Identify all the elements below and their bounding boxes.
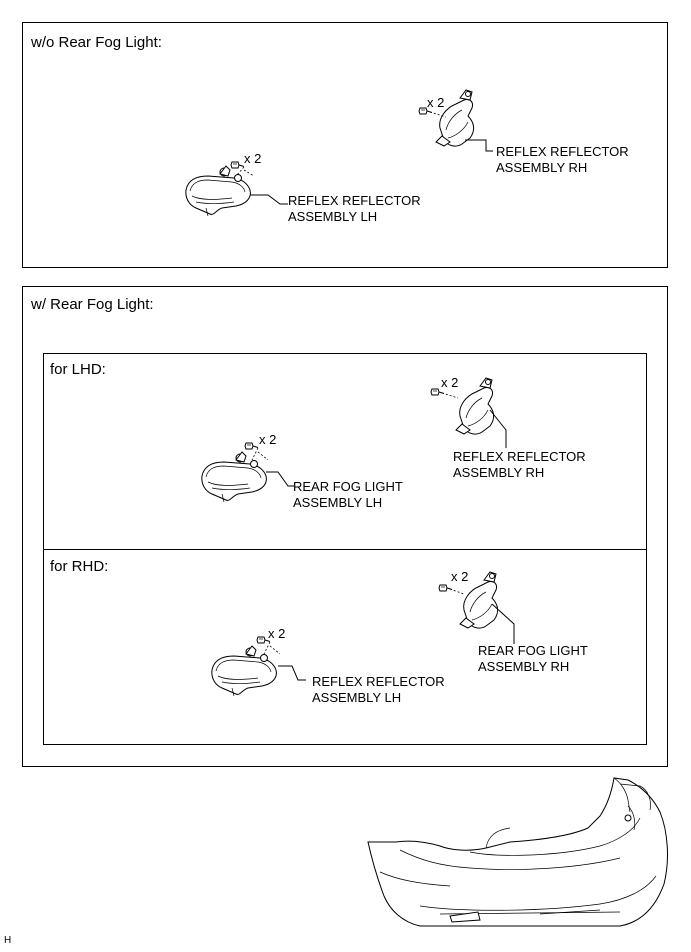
label-line: REAR FOG LIGHT	[293, 479, 403, 494]
part-label-rhd-reflex-reflector-lh: REFLEX REFLECTOR ASSEMBLY LH	[312, 674, 445, 706]
subpanel-title-lhd: for LHD:	[50, 361, 106, 378]
panel-title-with-fog-light: w/ Rear Fog Light:	[31, 296, 154, 313]
label-line: ASSEMBLY LH	[293, 495, 383, 510]
quantity-label: x 2	[441, 375, 459, 390]
panel-with-fog-light	[22, 286, 668, 767]
label-line: REFLEX REFLECTOR	[312, 674, 445, 689]
label-line: ASSEMBLY LH	[288, 209, 378, 224]
panel-title-without-fog-light: w/o Rear Fog Light:	[31, 34, 162, 51]
quantity-label: x 2	[451, 569, 469, 584]
quantity-label: x 2	[427, 95, 445, 110]
quantity-label: x 2	[268, 626, 286, 641]
label-line: REFLEX REFLECTOR	[496, 144, 629, 159]
label-line: ASSEMBLY RH	[478, 659, 570, 674]
label-line: REAR FOG LIGHT	[478, 643, 588, 658]
label-line: REFLEX REFLECTOR	[288, 193, 421, 208]
part-label-lhd-reflex-reflector-rh: REFLEX REFLECTOR ASSEMBLY RH	[453, 449, 586, 481]
corner-mark: H	[4, 935, 12, 946]
quantity-label: x 2	[259, 432, 277, 447]
part-label-rhd-rear-fog-light-rh: REAR FOG LIGHT ASSEMBLY RH	[478, 643, 588, 675]
part-label-reflex-reflector-rh: REFLEX REFLECTOR ASSEMBLY RH	[496, 144, 629, 176]
subpanel-title-rhd: for RHD:	[50, 558, 109, 575]
rear-bumper-drawing	[367, 777, 668, 927]
label-line: ASSEMBLY LH	[312, 690, 402, 705]
part-label-reflex-reflector-lh: REFLEX REFLECTOR ASSEMBLY LH	[288, 193, 421, 225]
label-line: REFLEX REFLECTOR	[453, 449, 586, 464]
label-line: ASSEMBLY RH	[496, 160, 588, 175]
part-label-lhd-rear-fog-light-lh: REAR FOG LIGHT ASSEMBLY LH	[293, 479, 403, 511]
subpanel-rhd	[43, 549, 647, 745]
panel-without-fog-light	[22, 22, 668, 268]
label-line: ASSEMBLY RH	[453, 465, 545, 480]
quantity-label: x 2	[244, 151, 262, 166]
